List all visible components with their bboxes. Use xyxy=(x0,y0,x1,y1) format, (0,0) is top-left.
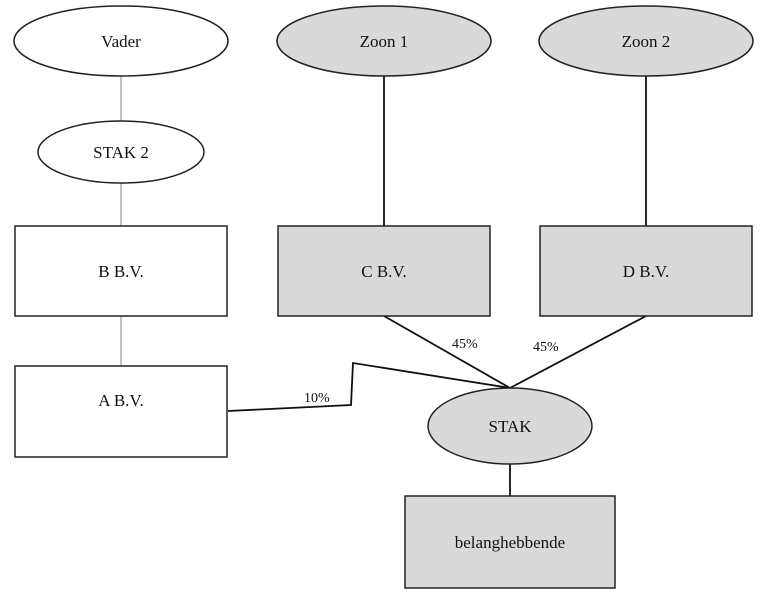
node-stak-2: STAK 2 xyxy=(37,120,205,184)
edge-cbv-stak xyxy=(383,315,511,389)
node-stak-label: STAK xyxy=(488,417,532,436)
node-c-bv: C B.V. xyxy=(277,225,491,317)
edge-abv-stak xyxy=(227,361,511,412)
node-d-bv: D B.V. xyxy=(539,225,753,317)
node-zoon-2: Zoon 2 xyxy=(538,5,754,77)
node-b-bv-label: B B.V. xyxy=(98,262,144,281)
node-a-bv-label: A B.V. xyxy=(98,391,144,410)
edge-label-cbv-stak: 45% xyxy=(452,337,478,352)
edge-label-dbv-stak: 45% xyxy=(533,340,559,355)
node-stak-2-label: STAK 2 xyxy=(93,143,149,162)
edge-dbv-stak xyxy=(509,315,647,389)
edge-label-abv-stak: 10% xyxy=(304,391,330,406)
node-stak: STAK xyxy=(427,387,593,465)
node-belanghebbende-label: belanghebbende xyxy=(455,533,565,552)
node-zoon-2-label: Zoon 2 xyxy=(622,32,671,51)
node-c-bv-label: C B.V. xyxy=(361,262,407,281)
node-belanghebbende: belanghebbende xyxy=(404,495,616,589)
node-b-bv: B B.V. xyxy=(14,225,228,317)
node-a-bv: A B.V. xyxy=(14,365,228,458)
node-d-bv-label: D B.V. xyxy=(623,262,669,281)
node-vader: Vader xyxy=(13,5,229,77)
node-vader-label: Vader xyxy=(101,32,141,51)
node-zoon-1-label: Zoon 1 xyxy=(360,32,409,51)
node-zoon-1: Zoon 1 xyxy=(276,5,492,77)
